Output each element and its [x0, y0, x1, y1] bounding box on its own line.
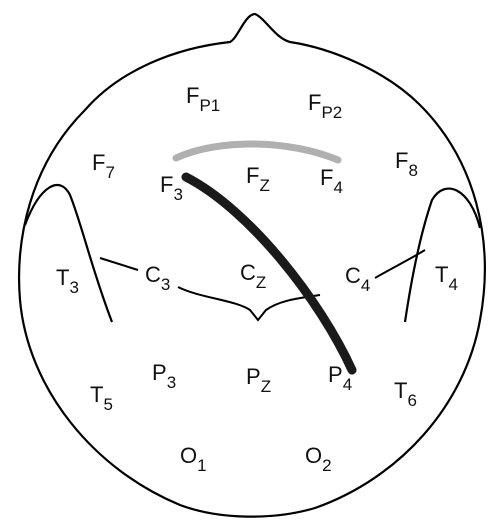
electrode-p3: P3: [152, 360, 176, 392]
electrode-f8: F8: [395, 148, 418, 180]
electrode-fz: FZ: [246, 163, 270, 195]
electrode-fp1: FP1: [186, 83, 220, 115]
electrode-c3: C3: [145, 262, 170, 294]
electrode-t6: T6: [394, 378, 417, 410]
connection-f3-p4: [186, 177, 352, 370]
electrode-f7: F7: [92, 150, 115, 182]
electrode-t3: T3: [56, 265, 79, 297]
connection-f3-f4: [176, 144, 338, 160]
electrode-o2: O2: [305, 443, 332, 475]
electrode-c4: C4: [345, 263, 370, 295]
left-ear: [25, 185, 112, 322]
electrode-t4: T4: [435, 262, 458, 294]
electrode-f3: F3: [160, 172, 183, 204]
electrode-fp2: FP2: [308, 90, 342, 122]
electrode-t5: T5: [90, 382, 113, 414]
electrode-cz: CZ: [240, 260, 266, 292]
electrode-pz: PZ: [246, 364, 271, 396]
electrode-f4: F4: [320, 165, 343, 197]
electrode-o1: O1: [180, 443, 207, 475]
